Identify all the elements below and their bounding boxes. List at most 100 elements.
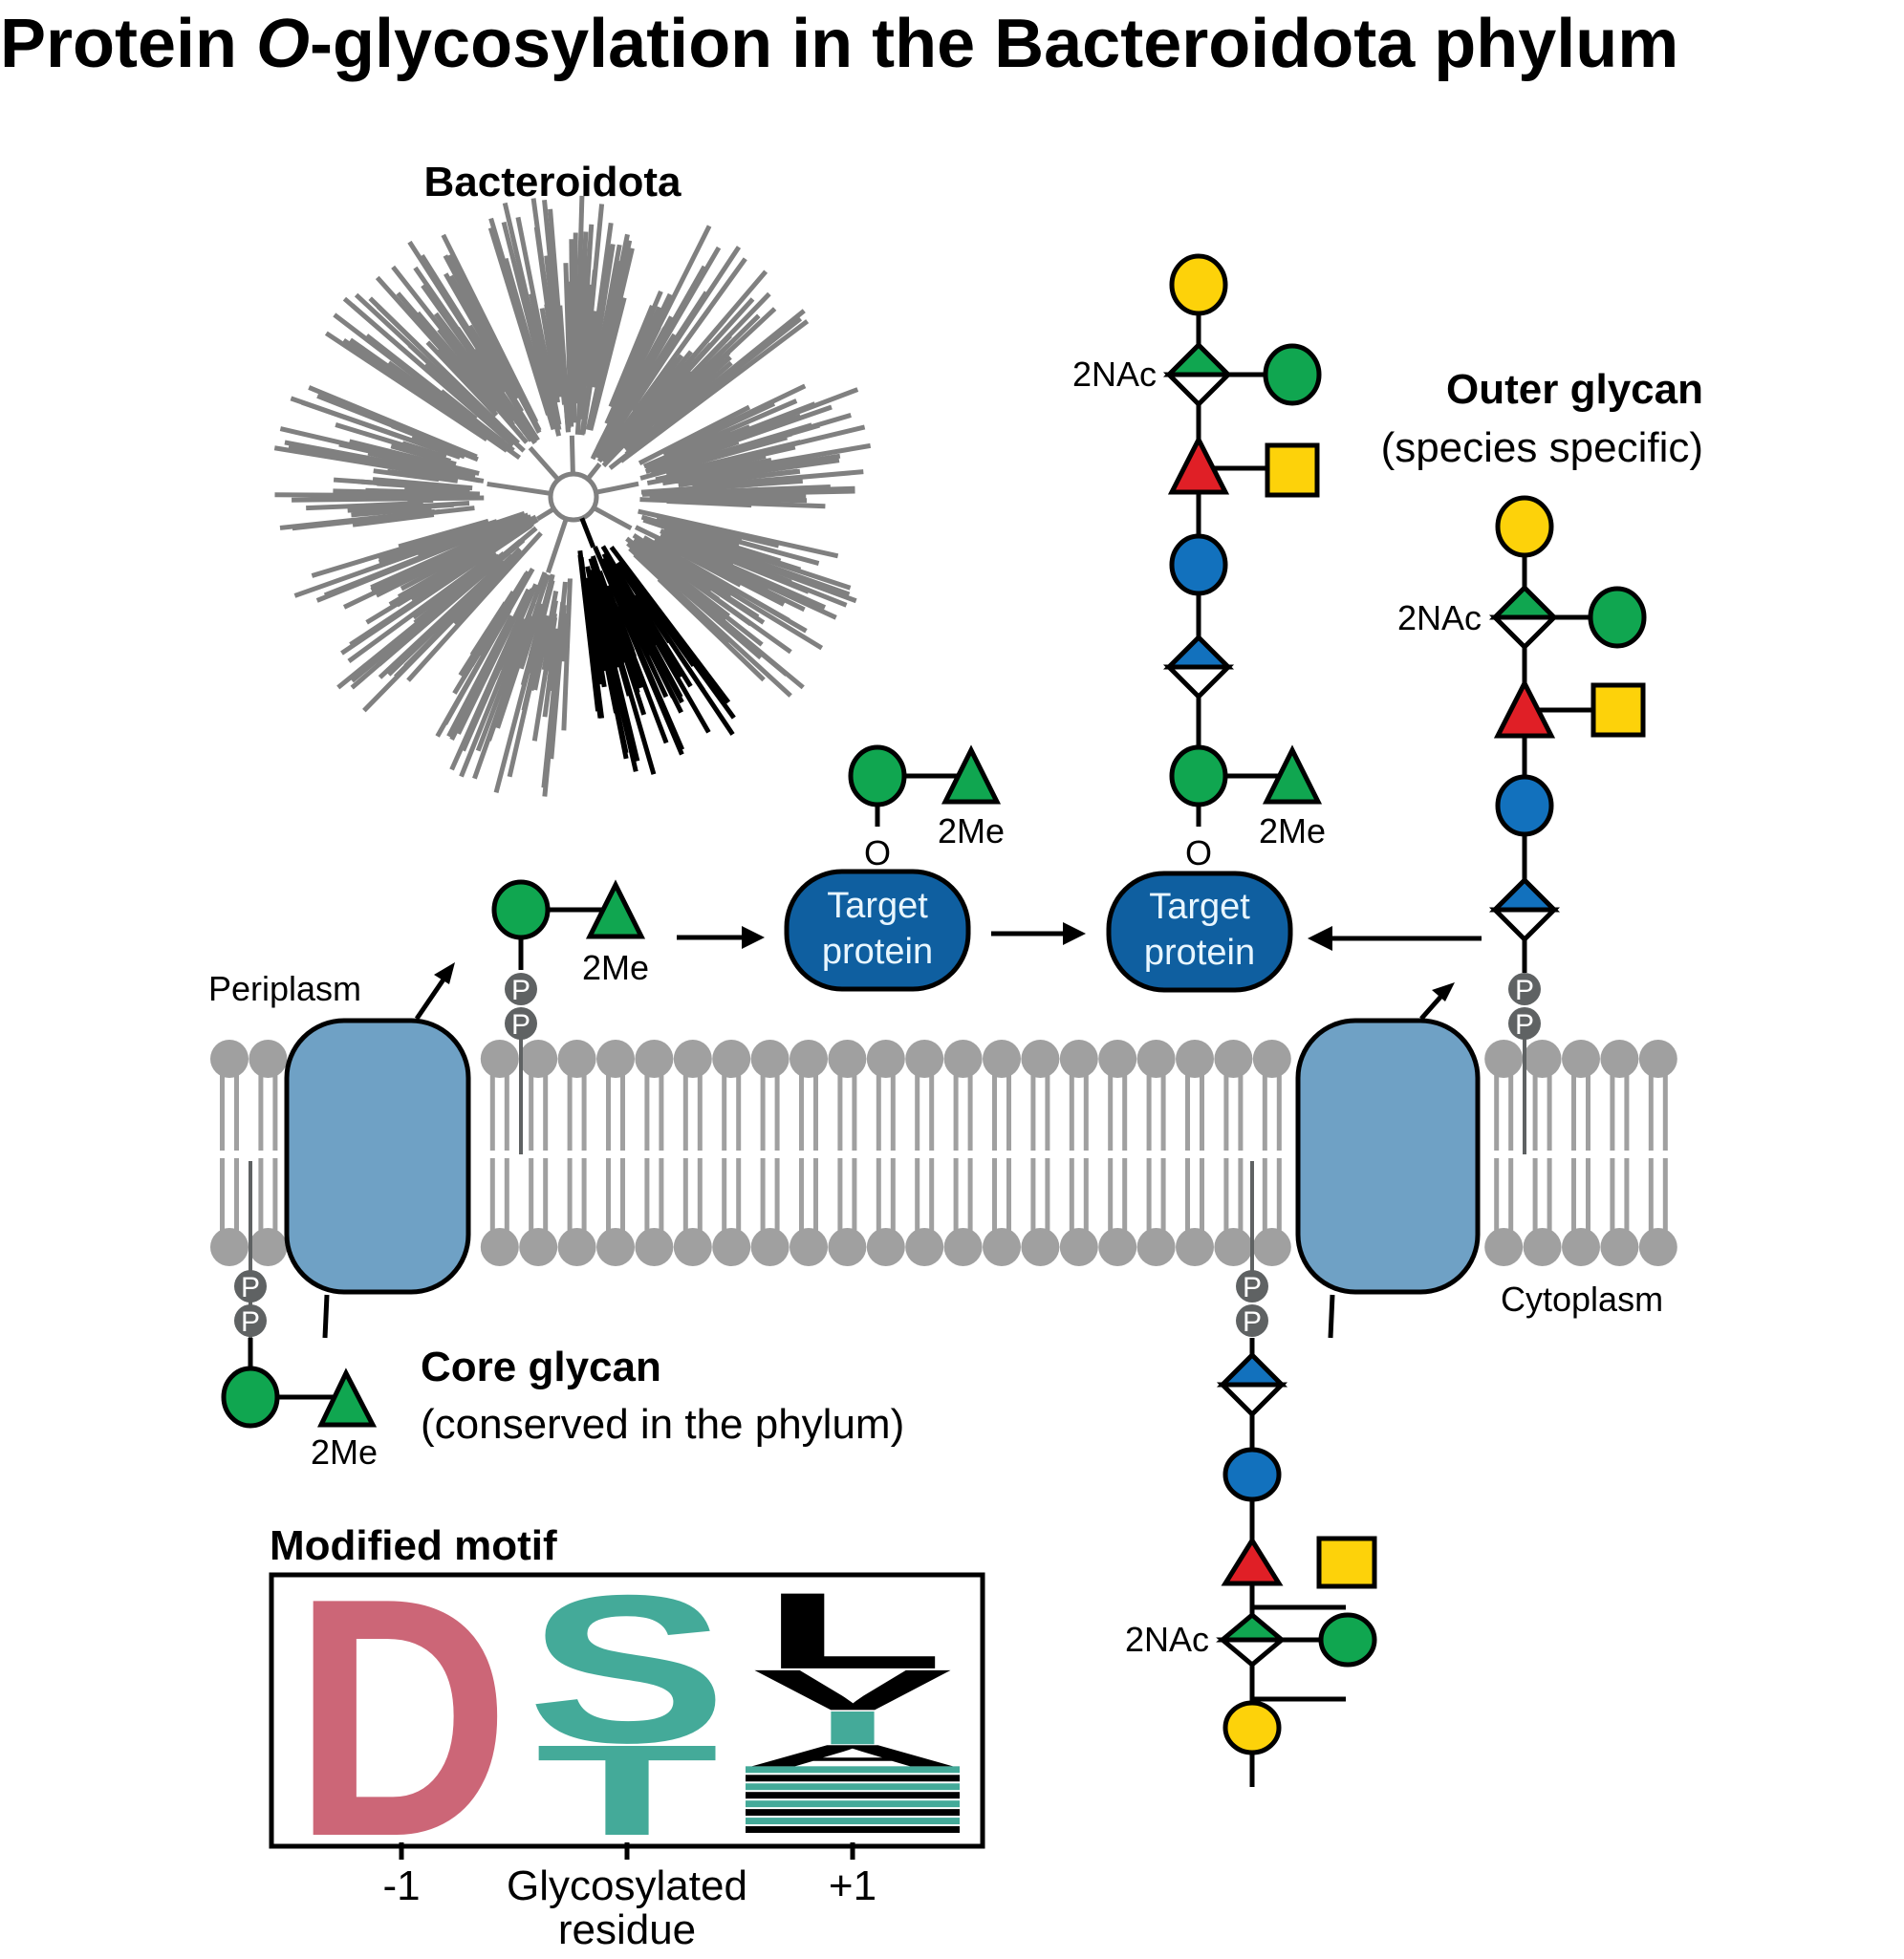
- methyl-label: 2Me: [938, 811, 1005, 850]
- logo-tick-label: -1: [382, 1862, 420, 1909]
- glcnac-blue-diamond-top-icon: [1216, 1351, 1288, 1388]
- logo-letter-minor: [746, 1800, 960, 1808]
- full-glycan-on-protein: O 2NAc 2Me: [1072, 253, 1326, 872]
- outer-glycan-periplasm: P P 2NAc: [1397, 495, 1647, 1154]
- transporter-right-tail: [1328, 1294, 1335, 1339]
- cytoplasm-label: Cytoplasm: [1501, 1280, 1663, 1319]
- motif-heading: Modified motif: [270, 1522, 557, 1569]
- phylogenetic-tree: [273, 195, 872, 797]
- phosphate-icon: P: [505, 973, 537, 1006]
- logo-letter-minor: [746, 1792, 960, 1799]
- svg-text:Target: Target: [827, 886, 928, 926]
- periplasm-label: Periplasm: [208, 969, 361, 1008]
- tree-clade: [273, 385, 552, 531]
- nacetyl-label: 2NAc: [1072, 355, 1157, 394]
- target-protein-full: Target protein: [1106, 871, 1293, 993]
- lipid-molecule: [1021, 1040, 1060, 1266]
- lipid-molecule: [1059, 1040, 1098, 1266]
- logo-letter: A: [745, 1738, 962, 1773]
- lipid-molecule: [712, 1040, 751, 1266]
- flip-arrow-left: [414, 962, 455, 1021]
- phosphate-icon: P: [505, 1007, 537, 1041]
- svg-text:P: P: [1243, 1272, 1262, 1303]
- fucose-green-triangle-icon: [317, 1367, 378, 1428]
- lipid-molecule: [828, 1040, 867, 1266]
- glcnac-blue-diamond-top-icon: [1162, 634, 1235, 670]
- transfer-arrow-3: [1308, 926, 1482, 951]
- fucose-red-triangle-icon: [1167, 434, 1230, 495]
- lipid-molecule: [790, 1040, 828, 1266]
- lipid-molecule: [557, 1040, 596, 1266]
- tree-label: Bacteroidota: [424, 159, 682, 205]
- phosphate-icon: P: [1236, 1304, 1268, 1338]
- lipid-molecule: [866, 1040, 905, 1266]
- lipid-molecule: [905, 1040, 944, 1266]
- logo-letter-minor: [746, 1766, 960, 1774]
- lipid-molecule: [1562, 1040, 1600, 1266]
- lipid-molecule: [480, 1040, 519, 1266]
- hexnac-green-diamond-top-icon: [1162, 341, 1235, 377]
- fucose-green-triangle-icon: [585, 879, 646, 939]
- lipid-molecule: [1600, 1040, 1639, 1266]
- fucose-red-triangle-icon: [1493, 678, 1556, 739]
- hexnac-yellow-square-icon: [1265, 442, 1320, 498]
- glucose-blue-circle-icon: [1495, 774, 1554, 837]
- tree-clade: [592, 506, 857, 698]
- transfer-arrow-2: [991, 922, 1086, 945]
- glucose-blue-circle-icon: [1169, 533, 1228, 596]
- logo-letter-minor: [746, 1783, 960, 1791]
- hexose-green-circle-icon: [491, 879, 551, 940]
- hexnac-diamond-bottom-icon: [1216, 1637, 1288, 1668]
- core-glycan-on-protein: O 2Me: [848, 744, 1005, 872]
- lipid-molecule: [943, 1040, 983, 1266]
- phosphate-icon: P: [1508, 1007, 1541, 1041]
- methyl-label: 2Me: [582, 948, 649, 987]
- lipid-bilayer: [210, 1040, 1677, 1266]
- glcnac-blue-diamond-top-icon: [1488, 876, 1561, 913]
- hexose-green-circle-icon: [1263, 343, 1322, 406]
- outer-glycan-heading: Outer glycan: [1446, 366, 1703, 413]
- transporter-left: [284, 1018, 471, 1295]
- oxygen-label: O: [1185, 833, 1212, 872]
- phosphate-icon: P: [1508, 973, 1541, 1006]
- hexose-green-circle-icon: [221, 1366, 280, 1429]
- phosphate-icon: P: [234, 1304, 267, 1338]
- figure-title: Protein O-glycosylation in the Bacteroid…: [0, 6, 1678, 82]
- lipid-molecule: [210, 1040, 249, 1266]
- phosphate-icon: P: [234, 1270, 267, 1303]
- logo-tick-label: +1: [829, 1862, 876, 1909]
- tree-clade-highlighted: [577, 517, 736, 775]
- hexnac-yellow-square-icon: [1590, 682, 1646, 738]
- logo-letter-minor: [746, 1826, 960, 1833]
- fucose-green-triangle-icon: [1262, 744, 1323, 805]
- lipid-molecule: [596, 1040, 635, 1266]
- glcnac-diamond-bottom-icon: [1216, 1382, 1288, 1418]
- hexose-green-circle-icon: [848, 744, 907, 807]
- hexnac-diamond-bottom-icon: [1488, 614, 1561, 651]
- logo-letter: L: [761, 1570, 944, 1691]
- transporter-left-tail: [322, 1294, 330, 1339]
- logo-letter: I: [811, 1701, 894, 1754]
- transporter-right: [1295, 1018, 1481, 1295]
- tree-clade: [293, 506, 555, 713]
- hexose-green-circle-icon: [1588, 586, 1647, 649]
- svg-text:P: P: [241, 1306, 260, 1338]
- tree-clade: [595, 383, 872, 509]
- galactose-yellow-circle-icon: [1495, 495, 1554, 558]
- hexose-green-circle-icon: [1169, 744, 1228, 807]
- logo-letter: T: [535, 1718, 719, 1862]
- hexose-green-circle-icon: [1318, 1612, 1377, 1668]
- target-protein-core: Target protein: [784, 869, 971, 992]
- hexnac-green-diamond-top-icon: [1216, 1611, 1288, 1643]
- nacetyl-label: 2NAc: [1125, 1620, 1209, 1659]
- tree-clade: [585, 225, 810, 481]
- core-glycan-heading: Core glycan: [421, 1344, 661, 1390]
- svg-text:P: P: [511, 975, 530, 1006]
- logo-tick-label: Glycosylated: [507, 1862, 747, 1909]
- core-glycan-periplasm: P P 2Me: [491, 879, 649, 1154]
- logo-position: D-1: [293, 1528, 510, 1909]
- transfer-arrow-1: [677, 926, 765, 949]
- methyl-label: 2Me: [311, 1432, 378, 1472]
